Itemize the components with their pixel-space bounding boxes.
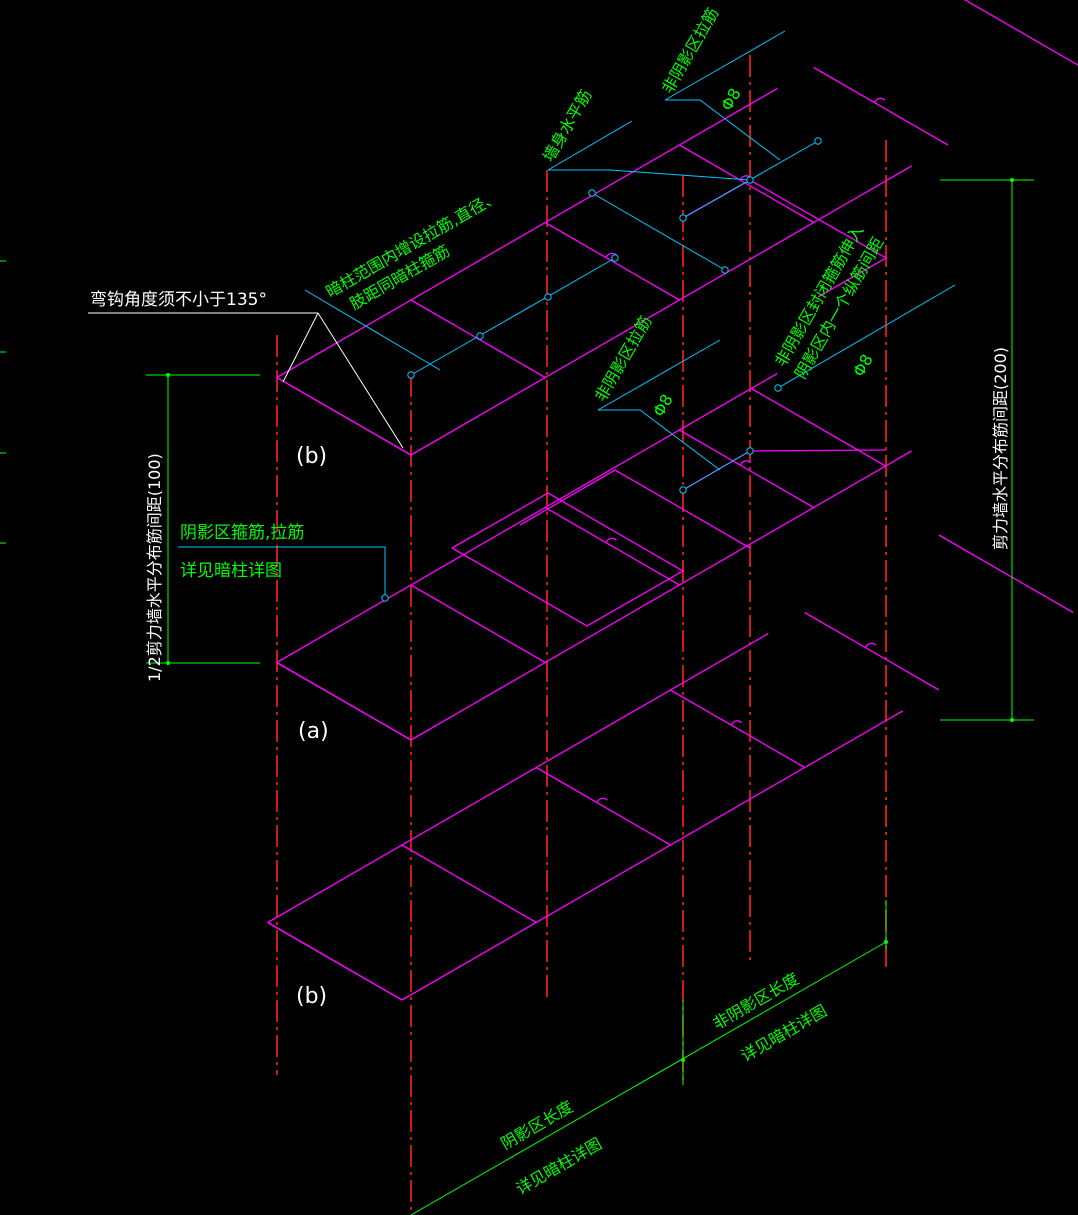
label-non-shadow-hoop-dia: Φ8	[849, 351, 877, 380]
longitudinal-bar-front	[410, 165, 912, 456]
label-shadow-length-2: 详见暗柱详图	[513, 1134, 606, 1198]
inner-hoop	[451, 492, 685, 627]
tie-point	[814, 137, 822, 145]
leader-shadow-hoop	[178, 546, 386, 598]
dim-tick	[884, 940, 888, 944]
leader-tie-in-column	[304, 289, 441, 371]
hook-arc	[874, 97, 886, 103]
dim-tick	[681, 1058, 685, 1062]
transverse-bar	[679, 429, 815, 509]
hook-arc	[730, 720, 743, 726]
hook-arc	[605, 537, 617, 543]
leader-tail-wall	[547, 120, 633, 171]
end-bar	[276, 376, 412, 456]
leader-tail-non-shadow-mid	[597, 339, 721, 411]
label-section-b-bottom: (b)	[296, 984, 327, 1009]
hook-leader-1	[282, 312, 319, 383]
tie-point	[544, 293, 552, 301]
dim-tick	[1010, 718, 1014, 722]
label-non-shadow-tie-mid-dia: Φ8	[649, 391, 677, 420]
tie-line-mid-1	[682, 450, 751, 491]
inner-hoop-upper	[519, 469, 751, 549]
label-hook-angle: 弯钩角度须不小于135°	[90, 290, 267, 310]
hook-angle-leaders	[88, 312, 404, 449]
transverse-bar	[751, 387, 886, 467]
dim-tick	[1010, 178, 1014, 182]
transverse-bar	[401, 844, 537, 924]
label-shadow-length-1: 阴影区长度	[498, 1097, 577, 1153]
longitudinal-bar-front	[410, 450, 912, 741]
tie-bars	[178, 30, 956, 598]
longitudinal-bar-back	[276, 87, 778, 379]
hook-arc	[596, 797, 608, 803]
end-bar	[267, 921, 403, 1001]
longitudinal-bar-back	[276, 372, 778, 664]
tie-point	[721, 266, 729, 274]
tie-line-top-2	[591, 192, 726, 271]
dimension-ticks	[166, 178, 1014, 1062]
tie-point	[746, 176, 754, 184]
leader-non-shadow-tie-top	[665, 99, 781, 161]
transverse-bar	[938, 534, 1074, 614]
tie-point	[588, 189, 596, 197]
label-right-dim: 剪力墙水平分布筋间距(200)	[991, 347, 1010, 550]
longitudinal-bar-back	[267, 632, 769, 924]
dim-tick	[166, 373, 170, 377]
tie-points	[381, 137, 822, 602]
bottom-length-dim	[410, 941, 887, 1215]
rebar-layer-top	[276, 0, 1078, 456]
tie-point	[407, 371, 415, 379]
transverse-bar	[679, 144, 815, 224]
transverse-bar	[544, 506, 680, 586]
transverse-bar	[544, 221, 680, 301]
transverse-bar	[963, 0, 1078, 66]
label-wall-horizontal: 墙身水平筋	[539, 86, 595, 165]
tie-line-top-1	[410, 257, 616, 376]
rebar-layer-middle	[276, 372, 912, 741]
annotation-labels: 弯钩角度须不小于135° 暗柱范围内增设拉筋,直径、 肢距同暗柱箍筋 墙身水平筋…	[90, 4, 1010, 1198]
leader-non-shadow-tie-mid	[598, 409, 721, 471]
hook-leader-2	[317, 312, 404, 449]
dimension-lines	[0, 179, 1034, 1215]
label-shadow-hoop-2: 详见暗柱详图	[180, 561, 282, 581]
dim-tick	[166, 661, 170, 665]
transverse-bar	[813, 66, 949, 146]
leader-non-shadow-hoop	[777, 284, 956, 389]
hook-arc	[739, 460, 752, 466]
leader-wall-horizontal	[548, 169, 751, 181]
tie-point	[381, 594, 389, 602]
tie-point	[679, 486, 687, 494]
tie-point	[679, 214, 687, 222]
label-section-b-top: (b)	[296, 444, 327, 469]
end-bar	[276, 661, 412, 741]
leader-tail-non-shadow-top	[664, 30, 786, 101]
tie-point	[611, 254, 619, 262]
transverse-bar	[535, 766, 671, 846]
tie-point	[774, 384, 782, 392]
label-shadow-hoop-1: 阴影区箍筋,拉筋	[180, 523, 304, 543]
tie-point	[746, 447, 754, 455]
longitudinal-bar-front	[401, 710, 903, 1001]
transverse-bar	[670, 689, 806, 769]
label-section-a: (a)	[298, 719, 329, 744]
label-non-shadow-tie-mid: 非阴影区拉筋	[591, 312, 655, 405]
transverse-bar	[804, 611, 940, 691]
hook-arc	[865, 642, 877, 648]
transverse-bar	[410, 584, 546, 664]
rebar-layer-bottom	[267, 534, 1074, 1001]
label-left-dim: 1/2剪力墙水平分布筋间距(100)	[145, 453, 164, 682]
column-axis-lines	[276, 55, 887, 1210]
label-tie-in-column: 暗柱范围内增设拉筋,直径、	[323, 186, 503, 301]
label-non-shadow-tie-top: 非阴影区拉筋	[658, 4, 722, 97]
tie-point	[476, 332, 484, 340]
